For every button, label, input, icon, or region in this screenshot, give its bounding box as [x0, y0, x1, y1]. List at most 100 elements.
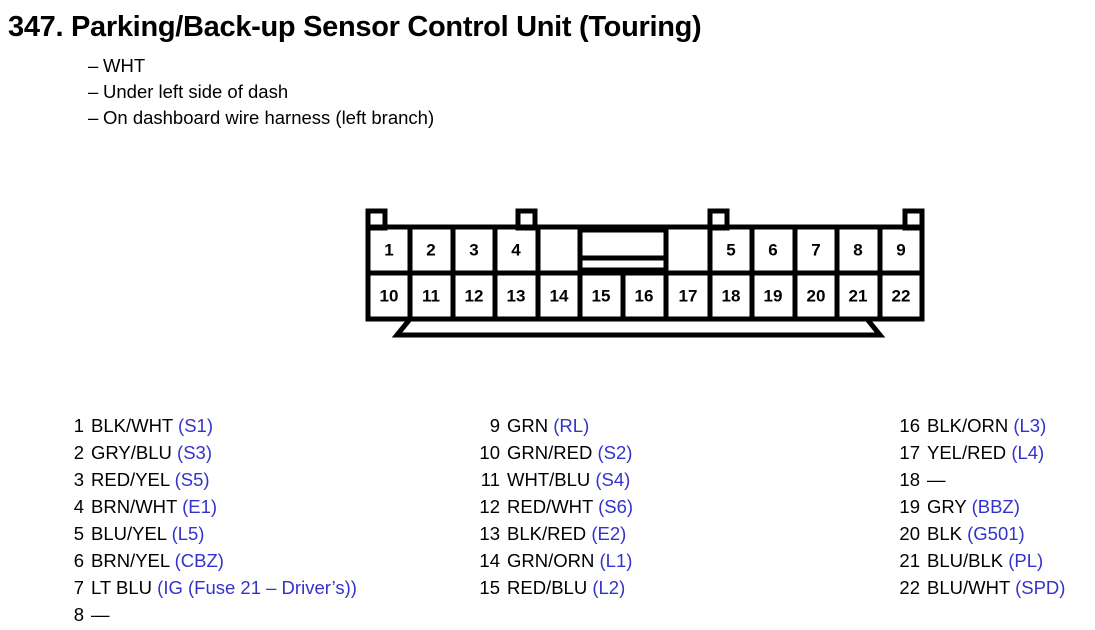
pin-list-circuit-code: (E2)	[591, 523, 627, 544]
pin-list-circuit-code: (L4)	[1011, 442, 1045, 463]
pin-list-wire-color: —	[927, 469, 946, 490]
pin-list-wire-color: RED/YEL	[91, 469, 170, 490]
connector-diagram: 1 2 3 4 5 6 7 8 9 10 11 12 13 14 15 16 1…	[355, 200, 940, 340]
pin-list-wire-color: LT BLU	[91, 577, 153, 598]
pin-list-circuit-code: (E1)	[182, 496, 218, 517]
pin-list-number: 15	[479, 577, 500, 598]
pin-list-wire-color: RED/WHT	[507, 496, 593, 517]
pin-list-number: 20	[899, 523, 920, 544]
pin-list-circuit-code: (SPD)	[1015, 577, 1066, 598]
pin-list-number: 16	[899, 415, 920, 436]
pin-list-number: 9	[489, 415, 500, 436]
pin-list-wire-color: BLK	[927, 523, 962, 544]
pin-list-number: 19	[899, 496, 920, 517]
pin-list-wire-color: GRY	[927, 496, 967, 517]
pin-list-number: 21	[899, 550, 920, 571]
pin-list-number: 3	[73, 469, 84, 490]
pin-number: 21	[849, 286, 868, 305]
pin-list-circuit-code: (IG (Fuse 21 – Driver’s))	[157, 577, 357, 598]
pin-number: 18	[722, 286, 741, 305]
pin-list-wire-color: BLK/RED	[507, 523, 587, 544]
pin-list-number: 17	[899, 442, 920, 463]
pin-number: 13	[507, 286, 526, 305]
pin-list-circuit-code: (S4)	[595, 469, 631, 490]
pin-list-number: 5	[73, 523, 84, 544]
pin-list-circuit-code: (CBZ)	[174, 550, 224, 571]
bullet-text: WHT	[103, 55, 146, 76]
pin-list-circuit-code: (RL)	[553, 415, 590, 436]
pin-list-number: 12	[479, 496, 500, 517]
pin-list-wire-color: RED/BLU	[507, 577, 588, 598]
pin-list-wire-color: —	[91, 604, 110, 625]
pin-list-circuit-code: (L3)	[1013, 415, 1047, 436]
top-right-pin-numbers: 5 6 7 8 9	[726, 240, 905, 259]
pin-number: 15	[592, 286, 611, 305]
pin-list-wire-color: BRN/WHT	[91, 496, 177, 517]
bullet-dash: –	[88, 55, 99, 76]
pin-list-wire-color: YEL/RED	[927, 442, 1007, 463]
pin-list-row: 18 —	[898, 466, 1095, 493]
pin-list-circuit-code: (PL)	[1008, 550, 1044, 571]
bullet-item: –WHT	[88, 53, 1068, 79]
heading-block: 347. Parking/Back-up Sensor Control Unit…	[8, 10, 1068, 131]
pin-list-circuit-code: (S3)	[177, 442, 212, 463]
pin-list-number: 18	[899, 469, 920, 490]
pin-list-wire-color: BLU/BLK	[927, 550, 1004, 571]
pin-list-number: 6	[73, 550, 84, 571]
pin-number: 10	[380, 286, 399, 305]
pin-number: 5	[726, 240, 735, 259]
pin-list-wire-color: GRN	[507, 415, 549, 436]
bullet-text: On dashboard wire harness (left branch)	[103, 107, 435, 128]
pin-list-wire-color: BLK/WHT	[91, 415, 173, 436]
pin-list-number: 22	[899, 577, 920, 598]
pin-number: 14	[550, 286, 569, 305]
connector-svg: 1 2 3 4 5 6 7 8 9 10 11 12 13 14 15 16 1…	[365, 208, 925, 338]
pin-list-row: 17 YEL/RED (L4)	[898, 439, 1095, 466]
pin-list-circuit-code: (S2)	[597, 442, 633, 463]
pin-list-wire-color: GRN/ORN	[507, 550, 595, 571]
pin-number: 1	[384, 240, 393, 259]
pin-list-wire-color: BLK/ORN	[927, 415, 1009, 436]
pin-list-row: 21 BLU/BLK (PL)	[898, 547, 1095, 574]
pin-list-number: 4	[73, 496, 84, 517]
pin-number: 2	[426, 240, 435, 259]
pin-list-number: 11	[480, 469, 500, 490]
pin-list-row: 8—	[62, 601, 462, 628]
pin-list-number: 8	[73, 604, 84, 625]
pin-list-row: 20 BLK (G501)	[898, 520, 1095, 547]
pin-list-circuit-code: (S5)	[174, 469, 210, 490]
pin-list-row: 16 BLK/ORN (L3)	[898, 412, 1095, 439]
pin-list-circuit-code: (S1)	[178, 415, 213, 436]
pin-number: 22	[892, 286, 911, 305]
pin-list-wire-color: WHT/BLU	[507, 469, 591, 490]
pin-list-circuit-code: (G501)	[967, 523, 1025, 544]
connector-skirt	[391, 317, 886, 338]
bottom-pin-numbers: 10 11 12 13 14 15 16 17 18 19 20 21 22	[380, 286, 911, 305]
pin-list-row: 3 RED/YEL (S5)	[62, 466, 462, 493]
pin-list-number: 10	[479, 442, 500, 463]
pin-number: 9	[896, 240, 905, 259]
pin-list-number: 2	[73, 442, 84, 463]
pin-number: 20	[807, 286, 826, 305]
bullet-dash: –	[88, 81, 99, 102]
pin-list-row: 2 GRY/BLU (S3)	[62, 439, 462, 466]
latch-box	[577, 227, 669, 273]
pin-list-circuit-code: (S6)	[598, 496, 634, 517]
pin-list-circuit-code: (L5)	[171, 523, 205, 544]
pin-list-row: 12 RED/WHT (S6)	[478, 493, 878, 520]
pin-list-wire-color: GRY/BLU	[91, 442, 172, 463]
pin-number: 11	[422, 286, 440, 305]
pin-list-row: 9 GRN (RL)	[478, 412, 878, 439]
description-bullets: –WHT –Under left side of dash –On dashbo…	[88, 53, 1068, 131]
